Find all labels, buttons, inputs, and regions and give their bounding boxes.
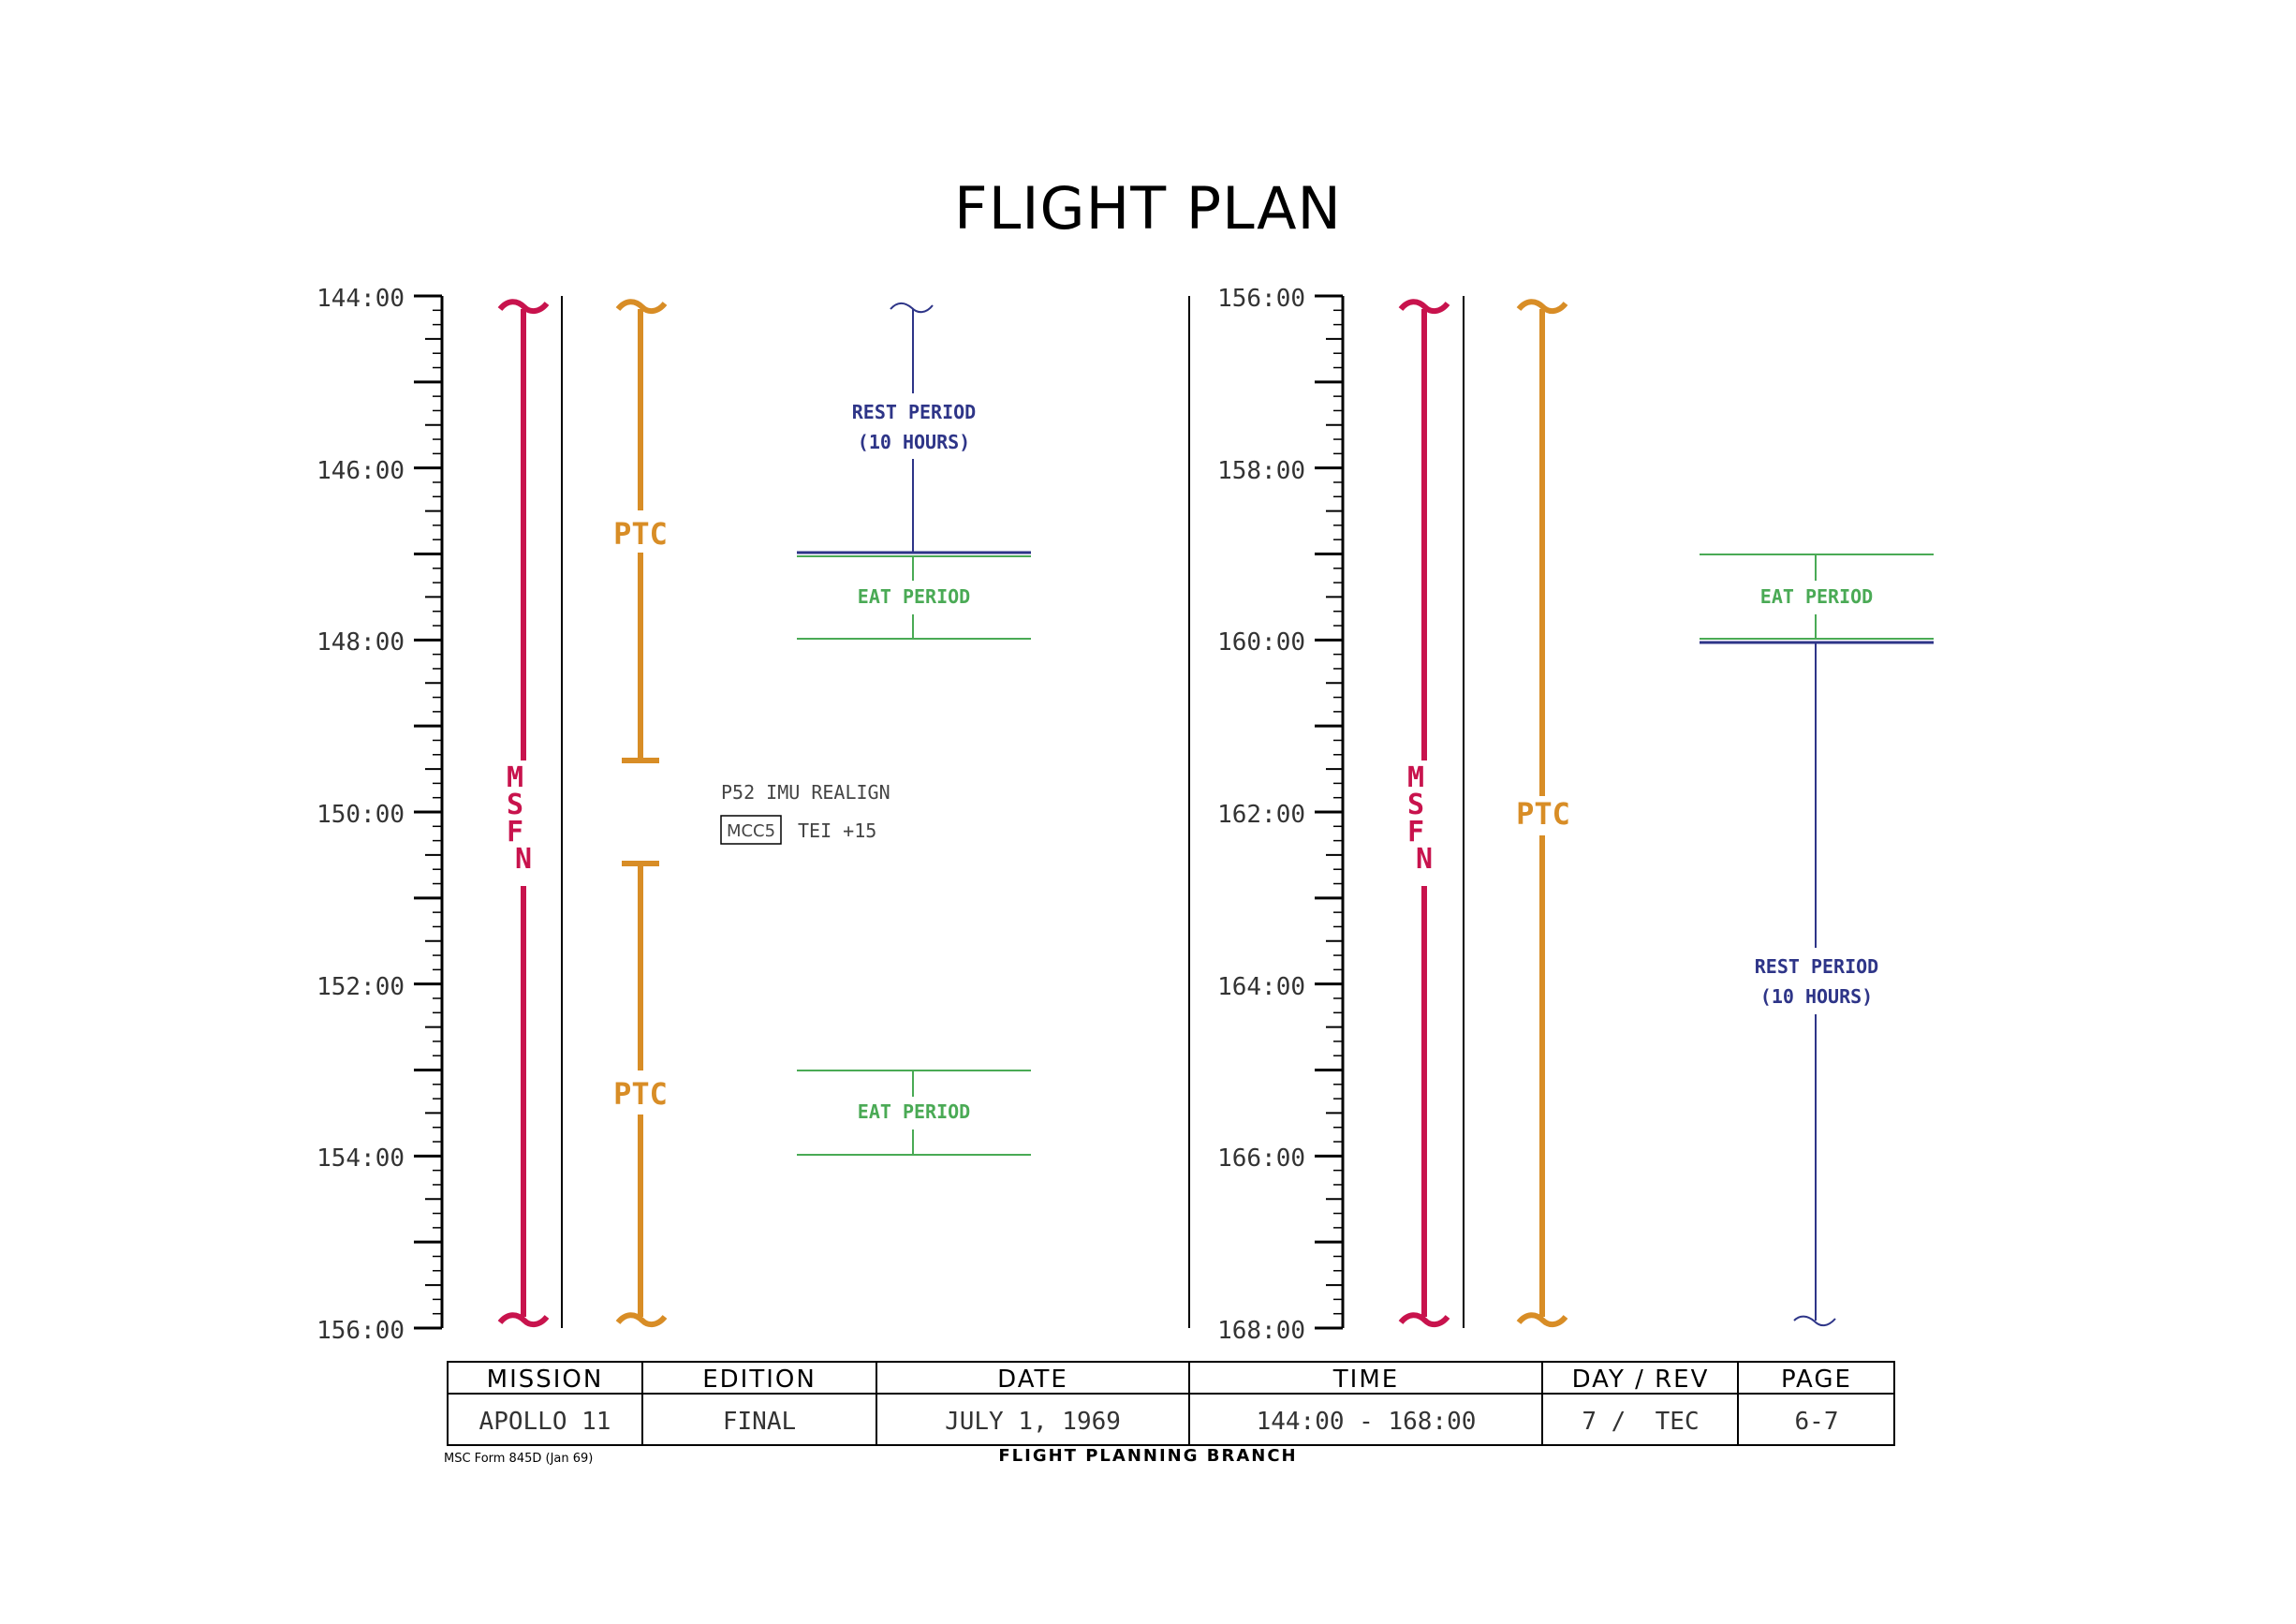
squiggle-bottom-icon — [497, 1312, 550, 1328]
table-value-page: 6-7 — [1795, 1408, 1839, 1436]
right-time-label: 168:00 — [1217, 1317, 1305, 1345]
mcc-box — [720, 815, 782, 845]
activity-notes: P52 IMU REALIGN MCC5 TEI +15 — [720, 781, 890, 845]
right-time-label: 156:00 — [1217, 285, 1305, 313]
squiggle-top-icon — [1516, 299, 1568, 315]
right-ptc-bar: PTC — [1516, 299, 1570, 1328]
right-time-scale: 156:00 158:00 160:00 162:00 164:00 166:0… — [1217, 285, 1345, 1345]
left-eat-period-2: EAT PERIOD — [797, 1070, 1031, 1156]
left-time-label: 150:00 — [316, 801, 405, 829]
table-value-day-rev: 7 / TEC — [1582, 1408, 1699, 1436]
table-header-edition: EDITION — [702, 1366, 817, 1394]
squiggle-bottom-icon — [1516, 1312, 1568, 1328]
eat-period-label: EAT PERIOD — [858, 585, 970, 608]
ptc-label: PTC — [613, 516, 668, 552]
p52-note: P52 IMU REALIGN — [721, 781, 890, 804]
right-time-label: 162:00 — [1217, 801, 1305, 829]
ptc-label: PTC — [613, 1076, 668, 1112]
squiggle-top-icon — [1398, 299, 1450, 315]
rest-period-duration: (10 HOURS) — [1760, 985, 1873, 1008]
table-value-edition: FINAL — [723, 1408, 796, 1436]
branch-label: FLIGHT PLANNING BRANCH — [998, 1446, 1298, 1466]
left-time-label: 148:00 — [316, 628, 405, 657]
mcc-label: MCC5 — [727, 821, 775, 841]
right-msfn-bar: M S F N — [1398, 299, 1450, 1328]
table-header-day-rev: DAY / REV — [1572, 1366, 1710, 1394]
left-time-label: 146:00 — [316, 457, 405, 485]
table-value-mission: APOLLO 11 — [479, 1408, 611, 1436]
left-eat-period-1: EAT PERIOD — [797, 555, 1031, 640]
left-tick-marks — [414, 294, 442, 1330]
left-time-label: 156:00 — [316, 1317, 405, 1345]
msfn-label: M S F N — [507, 761, 540, 876]
ptc-label: PTC — [1516, 796, 1570, 832]
squiggle-bottom-icon — [615, 1312, 668, 1328]
right-tick-marks — [1315, 294, 1343, 1330]
right-rest-period: REST PERIOD (10 HOURS) — [1700, 641, 1934, 1327]
eat-period-label: EAT PERIOD — [1760, 585, 1873, 608]
left-time-label: 152:00 — [316, 973, 405, 1001]
table-header-mission: MISSION — [487, 1366, 604, 1394]
left-rest-period: REST PERIOD (10 HOURS) — [797, 302, 1031, 554]
right-eat-period: EAT PERIOD — [1700, 554, 1934, 640]
table-border — [447, 1361, 1895, 1446]
page-title: FLIGHT PLAN — [954, 174, 1342, 243]
rest-period-label: REST PERIOD — [852, 401, 976, 423]
left-time-label: 154:00 — [316, 1144, 405, 1173]
squiggle-top-icon — [615, 299, 668, 315]
tei-note: TEI +15 — [798, 819, 876, 842]
squiggle-top-icon — [497, 299, 550, 315]
table-header-page: PAGE — [1781, 1366, 1852, 1394]
right-time-label: 160:00 — [1217, 628, 1305, 657]
table-header-date: DATE — [997, 1366, 1068, 1394]
right-time-label: 166:00 — [1217, 1144, 1305, 1173]
table-header-time: TIME — [1332, 1366, 1399, 1394]
right-time-label: 164:00 — [1217, 973, 1305, 1001]
left-time-label: 144:00 — [316, 285, 405, 313]
left-time-scale: 144:00 146:00 148:00 150:00 152:00 154:0… — [316, 285, 444, 1345]
squiggle-bottom-icon — [1398, 1312, 1450, 1328]
right-time-label: 158:00 — [1217, 457, 1305, 485]
left-msfn-bar: M S F N — [497, 299, 550, 1328]
rest-period-label: REST PERIOD — [1755, 955, 1878, 978]
mission-info-table: MISSION EDITION DATE TIME DAY / REV PAGE… — [447, 1361, 1895, 1446]
table-value-date: JULY 1, 1969 — [945, 1408, 1121, 1436]
form-number: MSC Form 845D (Jan 69) — [444, 1452, 594, 1466]
rest-period-duration: (10 HOURS) — [858, 431, 970, 453]
squiggle-top-icon — [890, 302, 934, 314]
table-value-time: 144:00 - 168:00 — [1257, 1408, 1477, 1436]
left-ptc-bars: PTC PTC — [613, 299, 668, 1328]
eat-period-label: EAT PERIOD — [858, 1100, 970, 1123]
squiggle-bottom-icon — [1793, 1315, 1836, 1327]
msfn-label: M S F N — [1407, 761, 1441, 876]
